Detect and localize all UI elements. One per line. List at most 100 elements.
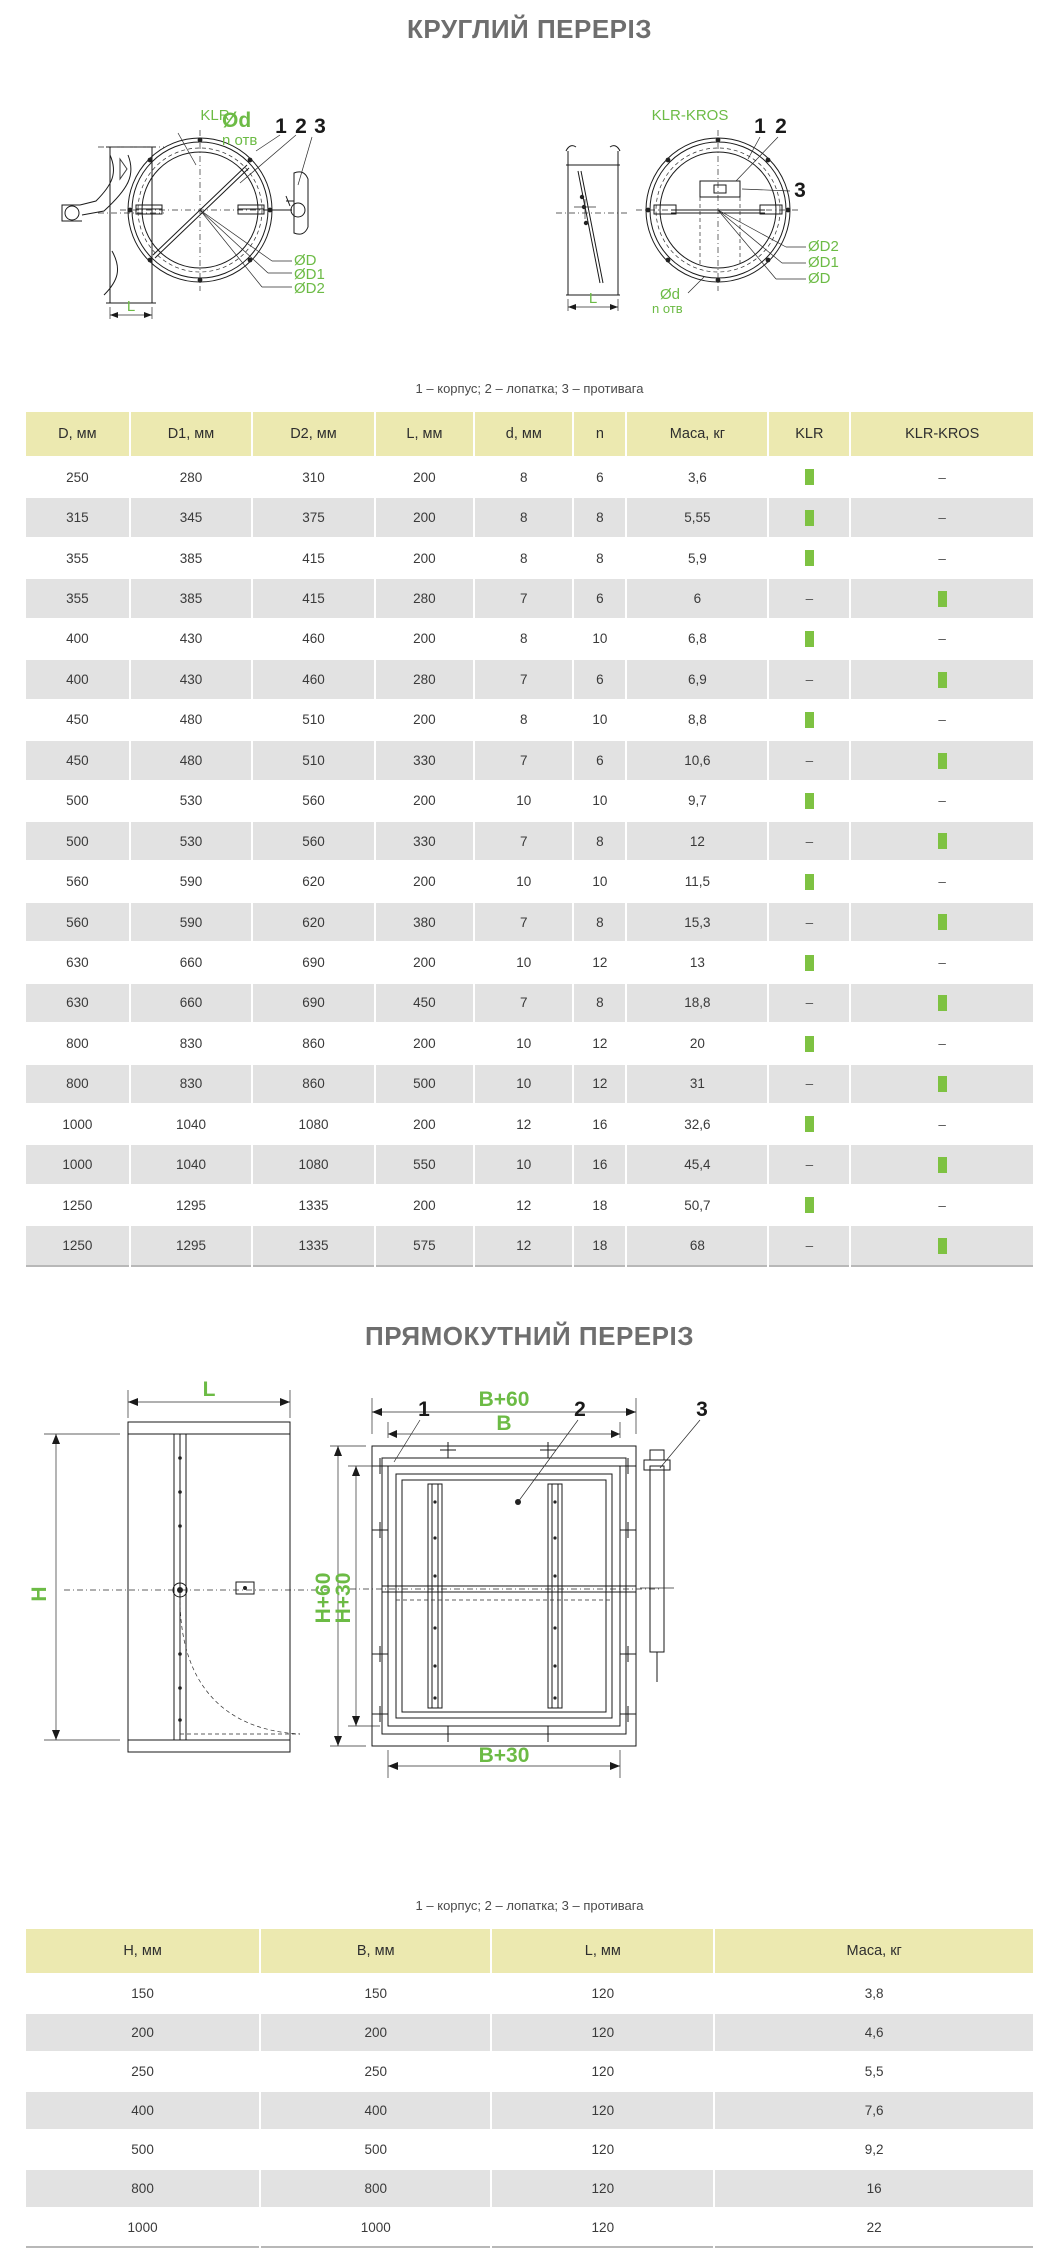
col-header-d: d, мм: [475, 412, 573, 456]
cell-D: 500: [26, 821, 129, 861]
cell-D: 560: [26, 902, 129, 942]
cell-n: 10: [574, 619, 626, 659]
cell-n: 12: [574, 943, 626, 982]
cell-D2: 310: [253, 458, 374, 497]
cell-D: 355: [26, 538, 129, 578]
label-kros-oD2: ØD2: [808, 238, 839, 255]
cell-klr-kros-availability: [851, 1064, 1033, 1103]
cell-klr-kros-availability: –: [851, 943, 1033, 982]
cell-klr-availability: [769, 458, 850, 497]
cell-D: 630: [26, 943, 129, 982]
cell-D1: 660: [130, 983, 252, 1023]
cell-klr-availability: [769, 538, 850, 578]
cell-mass: 22: [715, 2208, 1033, 2248]
cell-H: 500: [26, 2130, 260, 2168]
availability-marker-icon: [804, 469, 814, 486]
cell-D: 630: [26, 983, 129, 1023]
cell-L: 120: [492, 2013, 714, 2051]
cell-klr-kros-availability: –: [851, 538, 1033, 578]
cell-d: 7: [475, 741, 573, 780]
cell-mass: 31: [627, 1064, 768, 1103]
cell-L: 120: [492, 2208, 714, 2248]
cell-D2: 560: [253, 781, 374, 820]
cell-n: 8: [574, 498, 626, 537]
unavailable-dash: –: [938, 1035, 946, 1051]
cell-klr-kros-availability: [851, 1145, 1033, 1184]
cell-mass: 20: [627, 1024, 768, 1063]
cell-D: 400: [26, 619, 129, 659]
cell-n: 18: [574, 1185, 626, 1225]
cell-D2: 860: [253, 1064, 374, 1103]
col-header-klr-kros: KLR-KROS: [851, 412, 1033, 456]
unavailable-dash: –: [805, 752, 814, 768]
cell-klr-availability: [769, 1024, 850, 1063]
cell-mass: 5,55: [627, 498, 768, 537]
cell-klr-kros-availability: –: [851, 498, 1033, 537]
cell-H: 150: [26, 1974, 260, 2012]
cell-D2: 1080: [253, 1145, 374, 1184]
cell-d: 7: [475, 902, 573, 942]
label-rect-B60: B+60: [479, 1388, 530, 1411]
cell-mass: 6: [627, 579, 768, 618]
cell-L: 575: [375, 1226, 474, 1267]
unavailable-dash: –: [805, 591, 814, 607]
label-item-2: 2: [295, 115, 307, 138]
cell-klr-kros-availability: –: [851, 619, 1033, 659]
label-rect-item-2: 2: [574, 1398, 586, 1421]
cell-L: 120: [492, 2052, 714, 2090]
cell-mass: 7,6: [715, 2091, 1033, 2129]
availability-marker-icon: [937, 914, 947, 931]
cell-klr-kros-availability: [851, 902, 1033, 942]
cell-L: 200: [375, 862, 474, 901]
cell-D: 355: [26, 579, 129, 618]
cell-D: 560: [26, 862, 129, 901]
cell-L: 200: [375, 1185, 474, 1225]
unavailable-dash: –: [805, 833, 814, 849]
cell-L: 450: [375, 983, 474, 1023]
cell-H: 1000: [26, 2208, 260, 2248]
cell-D1: 430: [130, 619, 252, 659]
cell-L: 330: [375, 821, 474, 861]
cell-klr-kros-availability: [851, 741, 1033, 780]
label-rect-B30: B+30: [479, 1744, 530, 1767]
cell-mass: 6,8: [627, 619, 768, 659]
cell-L: 120: [492, 2130, 714, 2168]
cell-mass: 4,6: [715, 2013, 1033, 2051]
cell-L: 330: [375, 741, 474, 780]
cell-mass: 45,4: [627, 1145, 768, 1184]
rect-drawing: L: [0, 1362, 1059, 1892]
cell-L: 120: [492, 1974, 714, 2012]
cell-mass: 18,8: [627, 983, 768, 1023]
label-item-3: 3: [314, 115, 326, 138]
round-drawing: KLR L: [0, 55, 1059, 375]
cell-mass: 3,6: [627, 458, 768, 497]
label-od: Ød: [222, 109, 251, 132]
cell-D: 400: [26, 660, 129, 699]
cell-H: 250: [26, 2052, 260, 2090]
availability-marker-icon: [937, 590, 947, 607]
cell-L: 200: [375, 619, 474, 659]
cell-d: 8: [475, 498, 573, 537]
cell-D1: 530: [130, 781, 252, 820]
label-item-1: 1: [275, 115, 287, 138]
cell-L: 200: [375, 700, 474, 740]
label-rect-B: B: [496, 1412, 511, 1435]
unavailable-dash: –: [938, 874, 946, 890]
klr-side-view: L: [62, 147, 164, 319]
cell-n: 8: [574, 821, 626, 861]
cell-B: 400: [261, 2091, 491, 2129]
label-kros-item-2: 2: [775, 115, 787, 138]
cell-n: 6: [574, 458, 626, 497]
col-header-n: n: [574, 412, 626, 456]
cell-klr-availability: –: [769, 983, 850, 1023]
round-spec-table: D, мм D1, мм D2, мм L, мм d, мм n Маса, …: [24, 410, 1035, 1269]
